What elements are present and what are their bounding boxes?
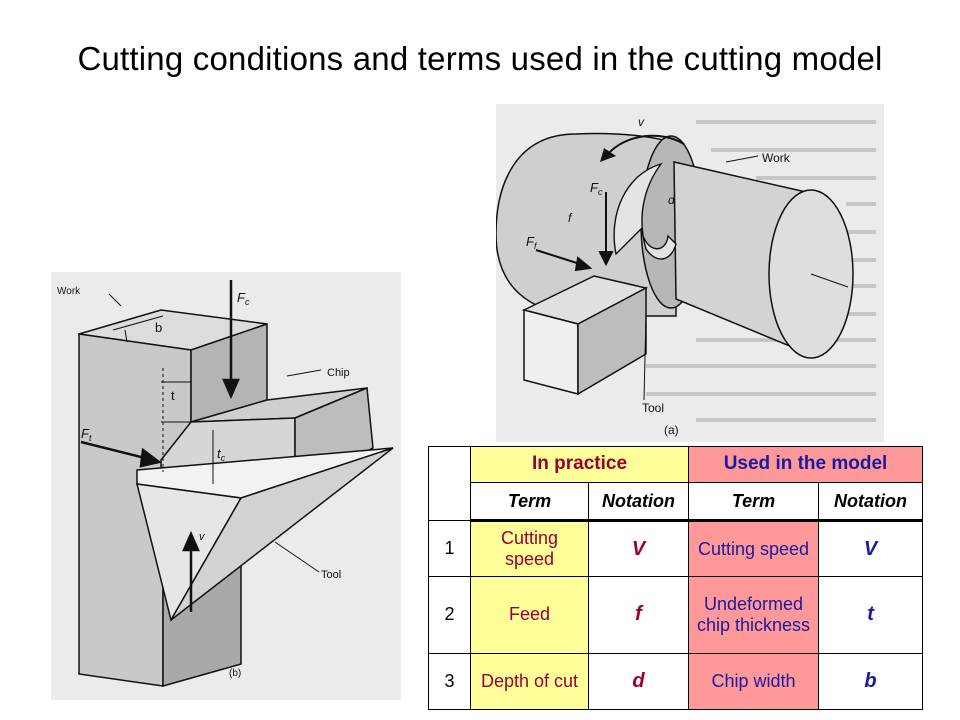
model-notation: b bbox=[818, 652, 924, 711]
label-b: b bbox=[155, 320, 162, 335]
label-tool: Tool bbox=[321, 569, 341, 581]
model-term: Cutting speed bbox=[688, 520, 820, 578]
table-column-header-row: Term Notation Term Notation bbox=[429, 482, 924, 523]
header-used-in-model: Used in the model bbox=[688, 445, 924, 484]
force-arrows bbox=[535, 192, 614, 272]
caption-a: (a) bbox=[664, 423, 679, 437]
chip-curl bbox=[613, 162, 677, 260]
orthogonal-cutting-diagram: Work b Fc Chip t Ft tc v Tool (b) bbox=[57, 280, 394, 687]
table-group-header-row: In practice Used in the model bbox=[428, 445, 924, 522]
label-ff: Ff bbox=[526, 234, 538, 251]
practice-term: Depth of cut bbox=[470, 652, 589, 711]
label-d: d bbox=[668, 193, 675, 207]
label-f: f bbox=[568, 211, 573, 225]
practice-term: Feed bbox=[470, 576, 589, 654]
label-t: t bbox=[171, 388, 175, 403]
figure-orthogonal-cutting-model: Work b Fc Chip t Ft tc v Tool (b) bbox=[51, 272, 401, 700]
dimension-lines bbox=[108, 293, 322, 573]
label-work: Work bbox=[762, 151, 791, 165]
tool-side bbox=[577, 286, 647, 396]
header-model-term: Term bbox=[688, 482, 820, 523]
row-number: 3 bbox=[428, 652, 471, 711]
practice-term: Cutting speed bbox=[470, 520, 589, 578]
figure-turning-operation: v Work Fc d f Ff Tool (a) bbox=[496, 104, 884, 442]
table-row: 1 Cutting speed V Cutting speed V bbox=[428, 520, 924, 578]
label-v: v bbox=[199, 531, 206, 543]
slide-title: Cutting conditions and terms used in the… bbox=[77, 40, 883, 77]
table-row: 2 Feed f Undeformed chip thickness t bbox=[428, 576, 924, 654]
header-practice-term: Term bbox=[470, 482, 589, 523]
practice-notation: f bbox=[587, 576, 690, 654]
table-corner-cell bbox=[428, 445, 471, 522]
label-v: v bbox=[638, 115, 645, 129]
model-notation: V bbox=[818, 520, 924, 578]
rotation-arrow bbox=[607, 134, 685, 155]
practice-notation: d bbox=[587, 652, 690, 711]
force-arrows bbox=[80, 280, 240, 612]
label-fc: Fc bbox=[237, 290, 250, 307]
label-tool: Tool bbox=[642, 401, 664, 415]
header-in-practice: In practice bbox=[469, 445, 690, 484]
model-term: Undeformed chip thickness bbox=[688, 576, 820, 654]
label-work: Work bbox=[57, 286, 81, 297]
table-row: 3 Depth of cut d Chip width b bbox=[428, 652, 924, 711]
terms-comparison-table: In practice Used in the model Term Notat… bbox=[428, 445, 924, 711]
label-chip: Chip bbox=[327, 367, 350, 379]
row-number: 1 bbox=[428, 520, 471, 578]
label-ft: Ft bbox=[81, 426, 92, 443]
tool-front bbox=[523, 309, 579, 395]
row-number: 2 bbox=[428, 576, 471, 654]
header-practice-notation: Notation bbox=[587, 482, 690, 523]
label-tc: tc bbox=[217, 446, 226, 463]
model-term: Chip width bbox=[688, 652, 820, 711]
label-fc: Fc bbox=[590, 180, 603, 197]
turning-diagram: v Work Fc d f Ff Tool (a) bbox=[496, 115, 876, 437]
tool-side bbox=[170, 447, 394, 621]
caption-b: (b) bbox=[229, 668, 241, 679]
model-notation: t bbox=[818, 576, 924, 654]
practice-notation: V bbox=[587, 520, 690, 578]
header-model-notation: Notation bbox=[818, 482, 924, 523]
